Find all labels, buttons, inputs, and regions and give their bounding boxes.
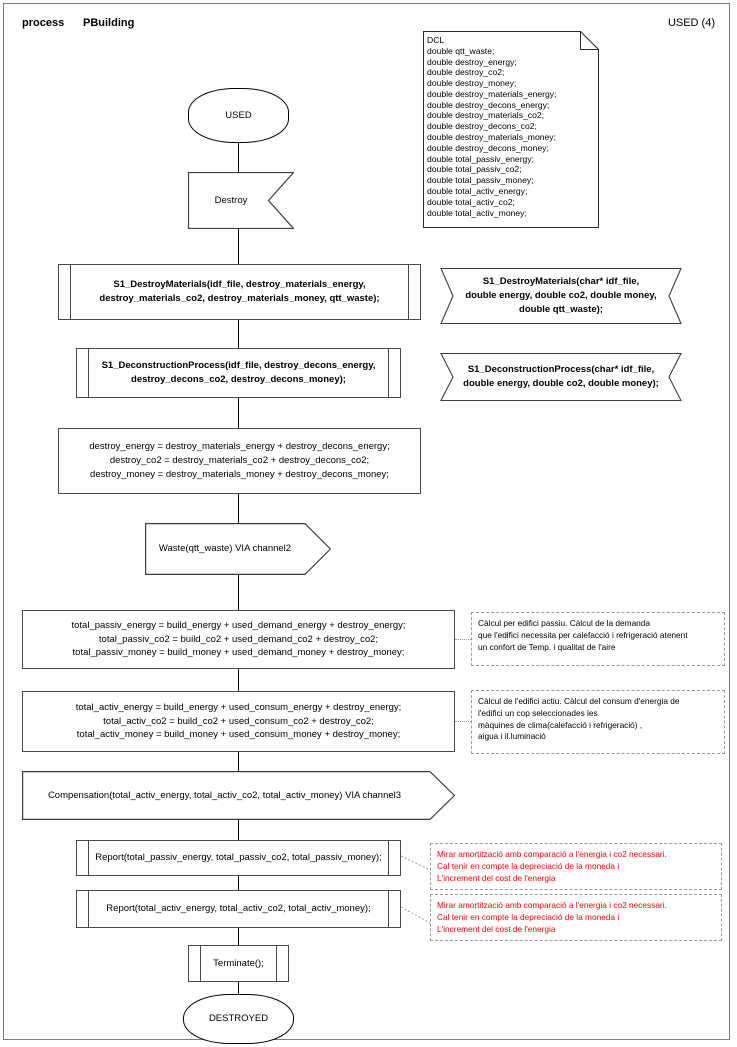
procedure-signature-destroy-materials: S1_DestroyMaterials(char* idf_file, doub…	[440, 268, 682, 324]
connector-report1-to-report2	[238, 876, 239, 890]
task-destroy-totals-label: destroy_energy = destroy_materials_energ…	[89, 441, 390, 480]
declaration-note: DCL double qtt_waste; double destroy_ene…	[423, 31, 599, 228]
output-signal-compensation[interactable]: Compensation(total_activ_energy, total_a…	[22, 771, 455, 820]
task-total-passiv[interactable]: total_passiv_energy = build_energy + use…	[22, 610, 455, 669]
header-process-name: PBuilding	[83, 17, 135, 29]
header-state-label: USED (4)	[667, 17, 715, 29]
procedure-signature-deconstruction: S1_DeconstructionProcess(char* idf_file,…	[440, 353, 682, 401]
connector-task1-to-waste	[238, 494, 239, 523]
connector-call1-to-call2	[238, 320, 239, 348]
state-destroyed[interactable]: DESTROYED	[183, 994, 294, 1044]
header-keyword: process	[22, 17, 65, 29]
procedure-call-destroy-materials[interactable]: S1_DestroyMaterials(idf_file, destroy_ma…	[58, 264, 421, 320]
task-total-activ[interactable]: total_activ_energy = build_energy + used…	[22, 691, 455, 752]
comment-link-report-activ	[401, 906, 431, 924]
connector-activ-to-compensation	[238, 752, 239, 771]
comment-passiv: Càlcul per edifici passiu. Càlcul de la …	[471, 612, 725, 666]
procedure-signature-shape-icon	[440, 268, 682, 324]
procedure-call-deconstruction-label: S1_DeconstructionProcess(idf_file, destr…	[101, 360, 376, 385]
task-total-passiv-label: total_passiv_energy = build_energy + use…	[71, 619, 406, 659]
state-used[interactable]: USED	[188, 88, 289, 143]
comment-link-report-passiv	[401, 855, 431, 871]
procedure-call-report-passiv[interactable]: Report(total_passiv_energy, total_passiv…	[76, 840, 401, 876]
procedure-call-report-activ[interactable]: Report(total_activ_energy, total_activ_c…	[76, 890, 401, 928]
connector-used-to-destroy	[238, 143, 239, 172]
output-signal-waste[interactable]: Waste(qtt_waste) VIA channel2	[145, 523, 331, 575]
procedure-call-terminate[interactable]: Terminate();	[188, 945, 289, 982]
comment-report-activ: Mirar amortització amb comparació a l'en…	[430, 894, 722, 941]
procedure-call-report-passiv-label: Report(total_passiv_energy, total_passiv…	[95, 852, 382, 864]
state-used-label: USED	[225, 109, 252, 121]
connector-passiv-to-activ	[238, 669, 239, 691]
connector-terminate-to-destroyed	[238, 982, 239, 994]
comment-link-passiv	[455, 639, 471, 640]
comment-link-activ	[455, 721, 471, 722]
connector-destroy-to-call1	[238, 228, 239, 264]
procedure-call-terminate-label: Terminate();	[213, 957, 264, 969]
task-destroy-totals[interactable]: destroy_energy = destroy_materials_energ…	[58, 428, 421, 494]
comment-activ: Càlcul de l'edifici actiu. Càlcul del co…	[471, 690, 725, 754]
input-signal-destroy[interactable]: Destroy	[188, 172, 294, 229]
procedure-signature-shape-icon	[440, 353, 682, 401]
comment-report-passiv: Mirar amortització amb comparació a l'en…	[430, 843, 722, 890]
connector-compensation-to-report1	[238, 820, 239, 840]
output-signal-shape-icon	[145, 523, 331, 575]
procedure-call-destroy-materials-label: S1_DestroyMaterials(idf_file, destroy_ma…	[99, 279, 380, 304]
task-total-activ-label: total_activ_energy = build_energy + used…	[75, 701, 402, 741]
connector-call2-to-task1	[238, 398, 239, 428]
note-outline-icon	[423, 31, 599, 228]
procedure-call-deconstruction[interactable]: S1_DeconstructionProcess(idf_file, destr…	[76, 348, 401, 398]
declaration-note-text: DCL double qtt_waste; double destroy_ene…	[427, 35, 557, 218]
input-signal-shape-icon	[188, 172, 294, 229]
connector-waste-to-passiv	[238, 575, 239, 610]
procedure-call-report-activ-label: Report(total_activ_energy, total_activ_c…	[106, 903, 371, 915]
state-destroyed-label: DESTROYED	[208, 1013, 269, 1025]
output-signal-shape-icon	[22, 771, 455, 820]
connector-report2-to-terminate	[238, 928, 239, 945]
